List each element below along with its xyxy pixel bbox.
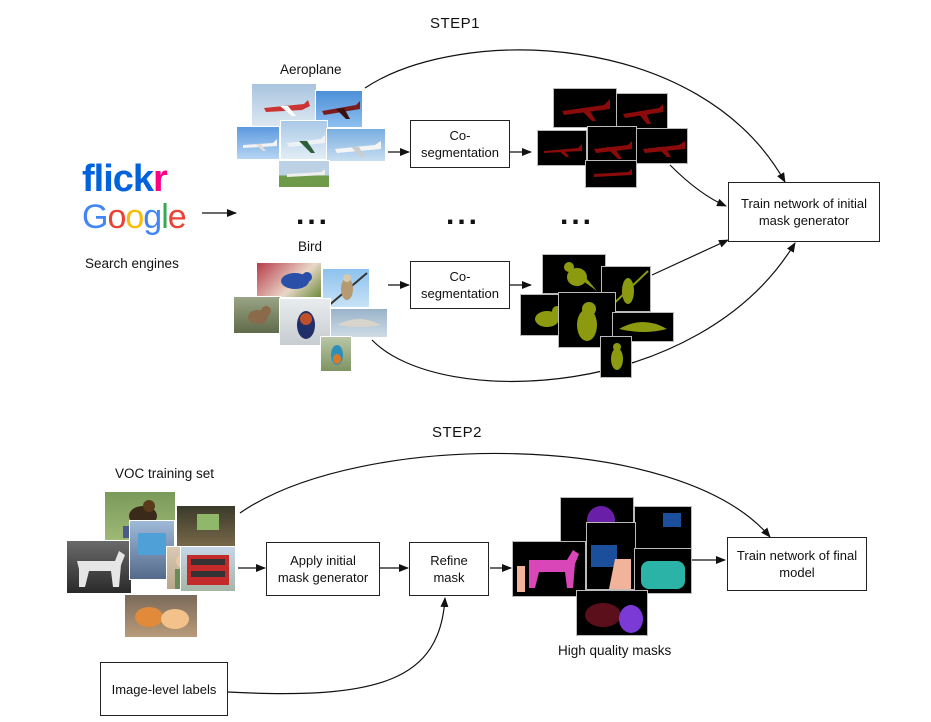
arrow-voc-curve-to-train	[239, 452, 771, 538]
bird-photo	[279, 298, 331, 346]
aeroplane-photo	[278, 160, 330, 188]
voc-mask	[634, 506, 692, 550]
voc-photo	[124, 594, 198, 638]
aeroplane-mask	[537, 130, 587, 166]
voc-mask	[512, 541, 586, 597]
train-initial-mask-generator-box: Train network of initial mask generator	[728, 182, 880, 242]
bird-photo	[233, 296, 281, 334]
arrow-bird-masks-to-train	[651, 239, 729, 276]
voc-training-set-label: VOC training set	[115, 466, 215, 481]
voc-photo	[176, 505, 236, 549]
aeroplane-mask	[553, 88, 617, 128]
bird-label: Bird	[298, 239, 323, 254]
bird-mask	[542, 254, 606, 294]
aeroplane-label: Aeroplane	[280, 62, 342, 77]
bird-mask	[600, 336, 632, 378]
google-logo: Google	[82, 198, 187, 236]
aeroplane-mask	[636, 128, 688, 164]
coseg-aeroplane-box: Co-segmentation	[410, 120, 510, 168]
voc-photo	[180, 546, 236, 592]
bird-photo	[256, 262, 322, 298]
train-final-model-box: Train network of final model	[727, 537, 867, 591]
aeroplane-mask	[585, 160, 637, 188]
aeroplane-mask	[616, 93, 668, 129]
apply-initial-mask-generator-box: Apply initial mask generator	[266, 542, 380, 596]
high-quality-masks-label: High quality masks	[558, 643, 672, 658]
flickr-logo: flickr	[82, 158, 168, 200]
voc-mask	[586, 522, 636, 590]
voc-photo	[66, 540, 132, 594]
step2-title: STEP2	[432, 424, 483, 441]
aeroplane-photo	[315, 90, 363, 128]
arrow-aero-masks-to-train	[669, 164, 727, 207]
voc-mask	[576, 590, 648, 636]
ellipsis-coseg: ...	[446, 198, 481, 231]
aeroplane-photo	[236, 126, 280, 160]
bird-photo	[330, 308, 388, 338]
aeroplane-photo	[326, 128, 386, 162]
image-level-labels-box: Image-level labels	[100, 662, 228, 716]
step1-title: STEP1	[430, 15, 481, 32]
bird-photo	[320, 336, 352, 372]
aeroplane-photo	[251, 83, 317, 127]
ellipsis-masks: ...	[560, 198, 595, 231]
arrow-aero-curve-to-train	[364, 49, 786, 183]
bird-mask	[558, 292, 616, 348]
bird-mask	[612, 312, 674, 342]
ellipsis-images: ...	[296, 198, 331, 231]
voc-mask	[634, 548, 692, 594]
search-engines-label: Search engines	[85, 256, 179, 271]
coseg-bird-box: Co-segmentation	[410, 261, 510, 309]
refine-mask-box: Refine mask	[409, 542, 489, 596]
arrow-labels-to-refine	[227, 597, 449, 695]
arrow-bird-curve-to-train	[371, 242, 796, 383]
aeroplane-photo	[280, 120, 328, 160]
